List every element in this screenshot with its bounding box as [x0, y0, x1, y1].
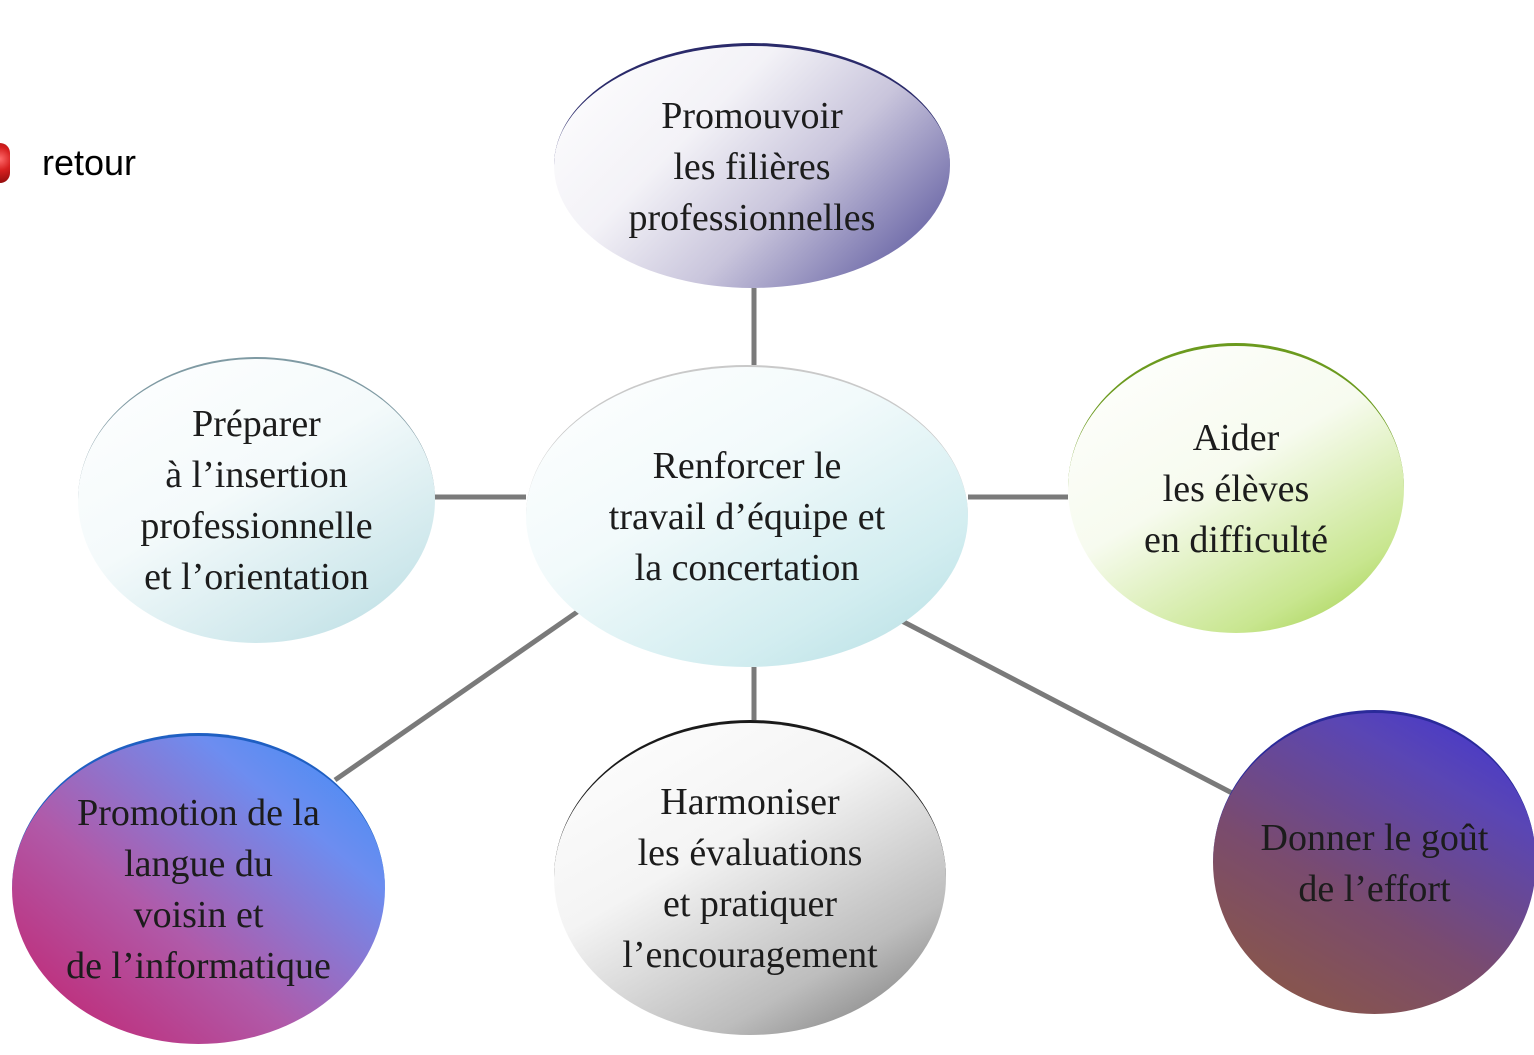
- node-promouvoir: Promouvoir les filières professionnelles: [554, 43, 950, 288]
- connector-bottom-left: [333, 607, 582, 783]
- node-center: Renforcer le travail d’équipe et la conc…: [526, 365, 968, 667]
- node-promotion-text: Promotion de la langue du voisin et de l…: [66, 792, 331, 987]
- node-donner-text: Donner le goût de l’effort: [1260, 816, 1489, 910]
- node-preparer: Préparer à l’insertion professionnelle e…: [78, 357, 435, 643]
- back-label: retour: [42, 142, 137, 183]
- back-link[interactable]: retour: [0, 138, 136, 188]
- connector-bottom-right: [898, 617, 1234, 796]
- node-harmoniser-text: Harmoniser les évaluations et pratiquer …: [622, 781, 878, 976]
- node-center-text: Renforcer le travail d’équipe et la conc…: [608, 444, 886, 589]
- node-promouvoir-text: Promouvoir les filières professionnelles: [628, 94, 876, 239]
- red-ball-icon: [0, 143, 10, 183]
- node-aider: Aider les élèves en difficulté: [1068, 343, 1404, 633]
- node-preparer-text: Préparer à l’insertion professionnelle e…: [140, 403, 373, 598]
- node-harmoniser: Harmoniser les évaluations et pratiquer …: [554, 720, 946, 1035]
- node-donner: Donner le goût de l’effort: [1213, 710, 1534, 1014]
- node-aider-text: Aider les élèves en difficulté: [1144, 417, 1328, 561]
- node-promotion: Promotion de la langue du voisin et de l…: [12, 733, 385, 1044]
